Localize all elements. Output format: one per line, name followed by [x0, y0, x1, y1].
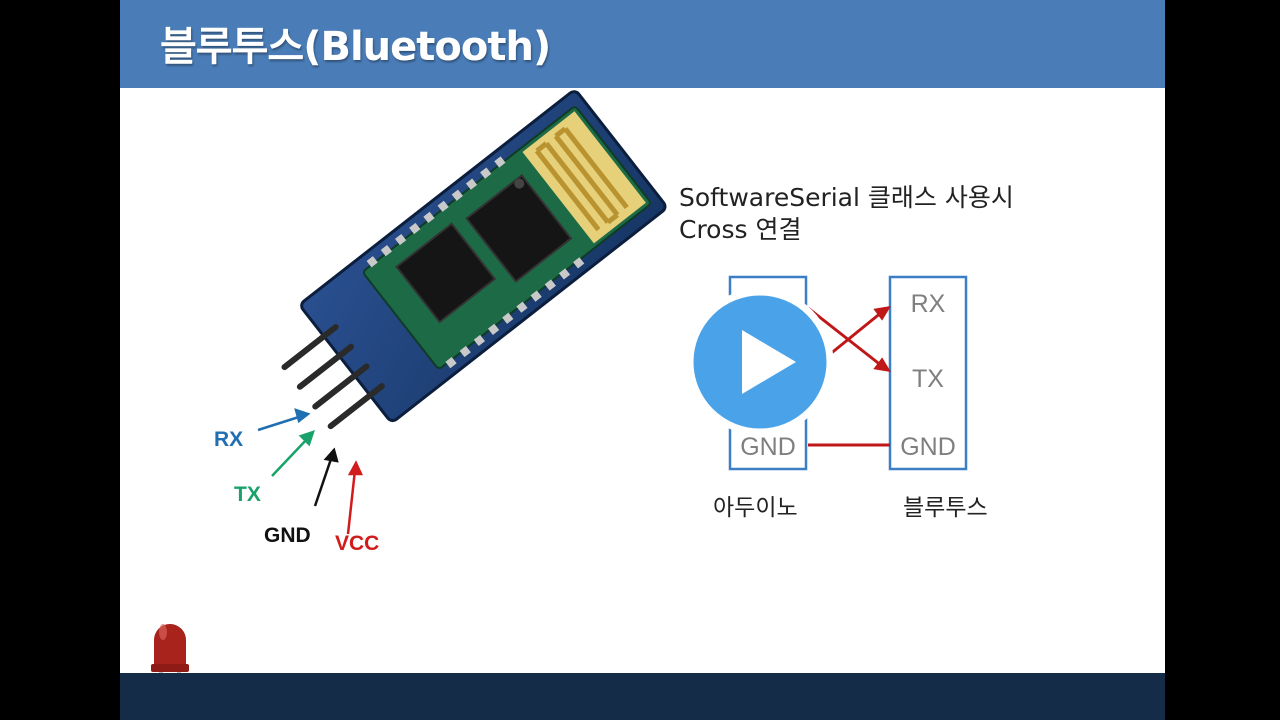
bluetooth-label: 블루투스	[903, 495, 988, 521]
module-vcc-label: VCC	[335, 532, 380, 555]
caption: SoftwareSerial 클래스 사용시 Cross 연결	[679, 182, 1014, 246]
caption-line-2: Cross 연결	[679, 215, 802, 244]
play-icon	[686, 288, 834, 436]
arduino-pin-gnd: GND	[740, 433, 796, 461]
module-rx-label: RX	[214, 428, 244, 451]
bluetooth-module-image	[257, 90, 667, 535]
play-button[interactable]	[686, 288, 834, 436]
bluetooth-pin-rx: RX	[911, 290, 946, 318]
bluetooth-pin-gnd: GND	[900, 433, 956, 461]
caption-line-1: SoftwareSerial 클래스 사용시	[679, 183, 1014, 212]
wire-arrowhead	[873, 305, 891, 321]
footer-bar	[120, 673, 1165, 720]
slide: 블루투스(Bluetooth)	[120, 0, 1165, 720]
bluetooth-pin-tx: TX	[912, 365, 944, 393]
title-bar: 블루투스(Bluetooth)	[120, 0, 1165, 88]
arduino-label: 아두이노	[713, 495, 798, 521]
bluetooth-box	[888, 275, 968, 471]
wire-arrowhead	[873, 357, 891, 373]
slide-title: 블루투스(Bluetooth)	[160, 24, 551, 70]
module-tx-label: TX	[234, 483, 261, 506]
wire-rx-to-tx	[807, 306, 883, 368]
module-gnd-label: GND	[264, 524, 311, 547]
